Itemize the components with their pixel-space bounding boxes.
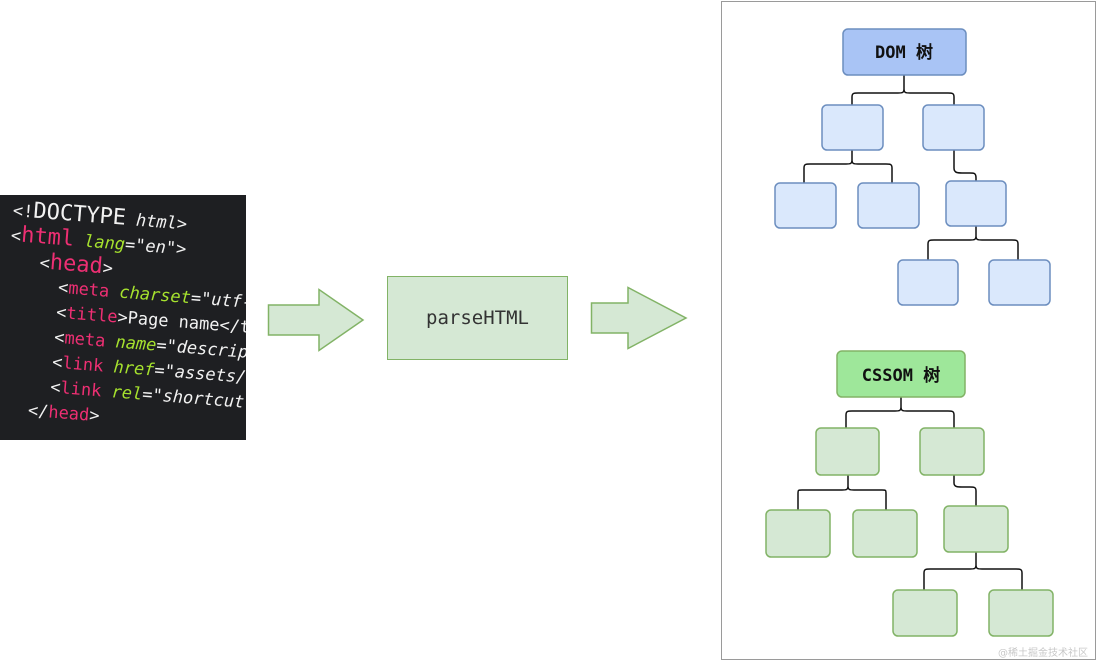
cssom-node xyxy=(892,589,958,637)
code-token: href xyxy=(102,356,156,381)
code-token: > xyxy=(88,405,101,427)
code-token: ="en"> xyxy=(124,234,188,260)
parse-html-step: parseHTML xyxy=(387,276,568,360)
code-token: charset xyxy=(108,281,192,309)
dom-node xyxy=(774,182,837,229)
code-token: < xyxy=(4,298,68,324)
code-token: title xyxy=(65,303,119,328)
cssom-root-label: CSSOM 树 xyxy=(862,366,940,386)
dom-root-label: DOM 树 xyxy=(875,43,933,63)
code-token: <! xyxy=(12,200,35,223)
dom-tree-edges xyxy=(803,75,1019,260)
code-token: < xyxy=(2,323,66,349)
cssom-node xyxy=(815,427,880,476)
code-token: link xyxy=(59,378,103,402)
cssom-node xyxy=(943,505,1009,553)
code-token: < xyxy=(6,273,70,299)
code-token: link xyxy=(61,353,105,377)
code-token: rel xyxy=(100,381,143,405)
cssom-tree: CSSOM 树 xyxy=(765,350,1054,637)
cssom-root-node xyxy=(836,350,966,398)
parse-html-label: parseHTML xyxy=(426,307,529,329)
dom-node xyxy=(988,259,1051,306)
watermark: @稀土掘金技术社区 xyxy=(998,648,1088,659)
cssom-tree-edges xyxy=(797,397,1023,590)
cssom-node xyxy=(765,509,831,558)
dom-node xyxy=(857,182,920,229)
cssom-node xyxy=(919,427,985,476)
dom-root-node xyxy=(842,28,967,76)
html-code-snippet: <!DOCTYPE html><html lang="en"> <head> <… xyxy=(0,195,246,440)
code-token: meta xyxy=(67,278,111,302)
dom-tree: DOM 树 xyxy=(774,28,1051,306)
code-token: name xyxy=(104,331,158,356)
cssom-node xyxy=(988,589,1054,637)
code-token: head xyxy=(47,402,91,426)
code-text: <!DOCTYPE html><html lang="en"> <head> <… xyxy=(0,197,246,440)
code-token: meta xyxy=(63,328,107,352)
tree-diagram-frame: DOM 树 CSSOM 树 xyxy=(721,1,1096,660)
dom-node xyxy=(945,180,1007,227)
dom-node xyxy=(897,259,959,306)
dom-node xyxy=(821,104,884,151)
code-token: < xyxy=(0,348,64,374)
arrow-right-icon xyxy=(267,288,365,352)
arrow-right-icon xyxy=(590,286,688,350)
dom-node xyxy=(922,104,985,151)
code-token: > xyxy=(101,258,114,279)
code-token: </ xyxy=(0,398,50,423)
cssom-node xyxy=(852,509,918,558)
code-token: < xyxy=(8,250,51,274)
code-token: lang xyxy=(73,230,126,255)
code-token: < xyxy=(0,373,62,399)
